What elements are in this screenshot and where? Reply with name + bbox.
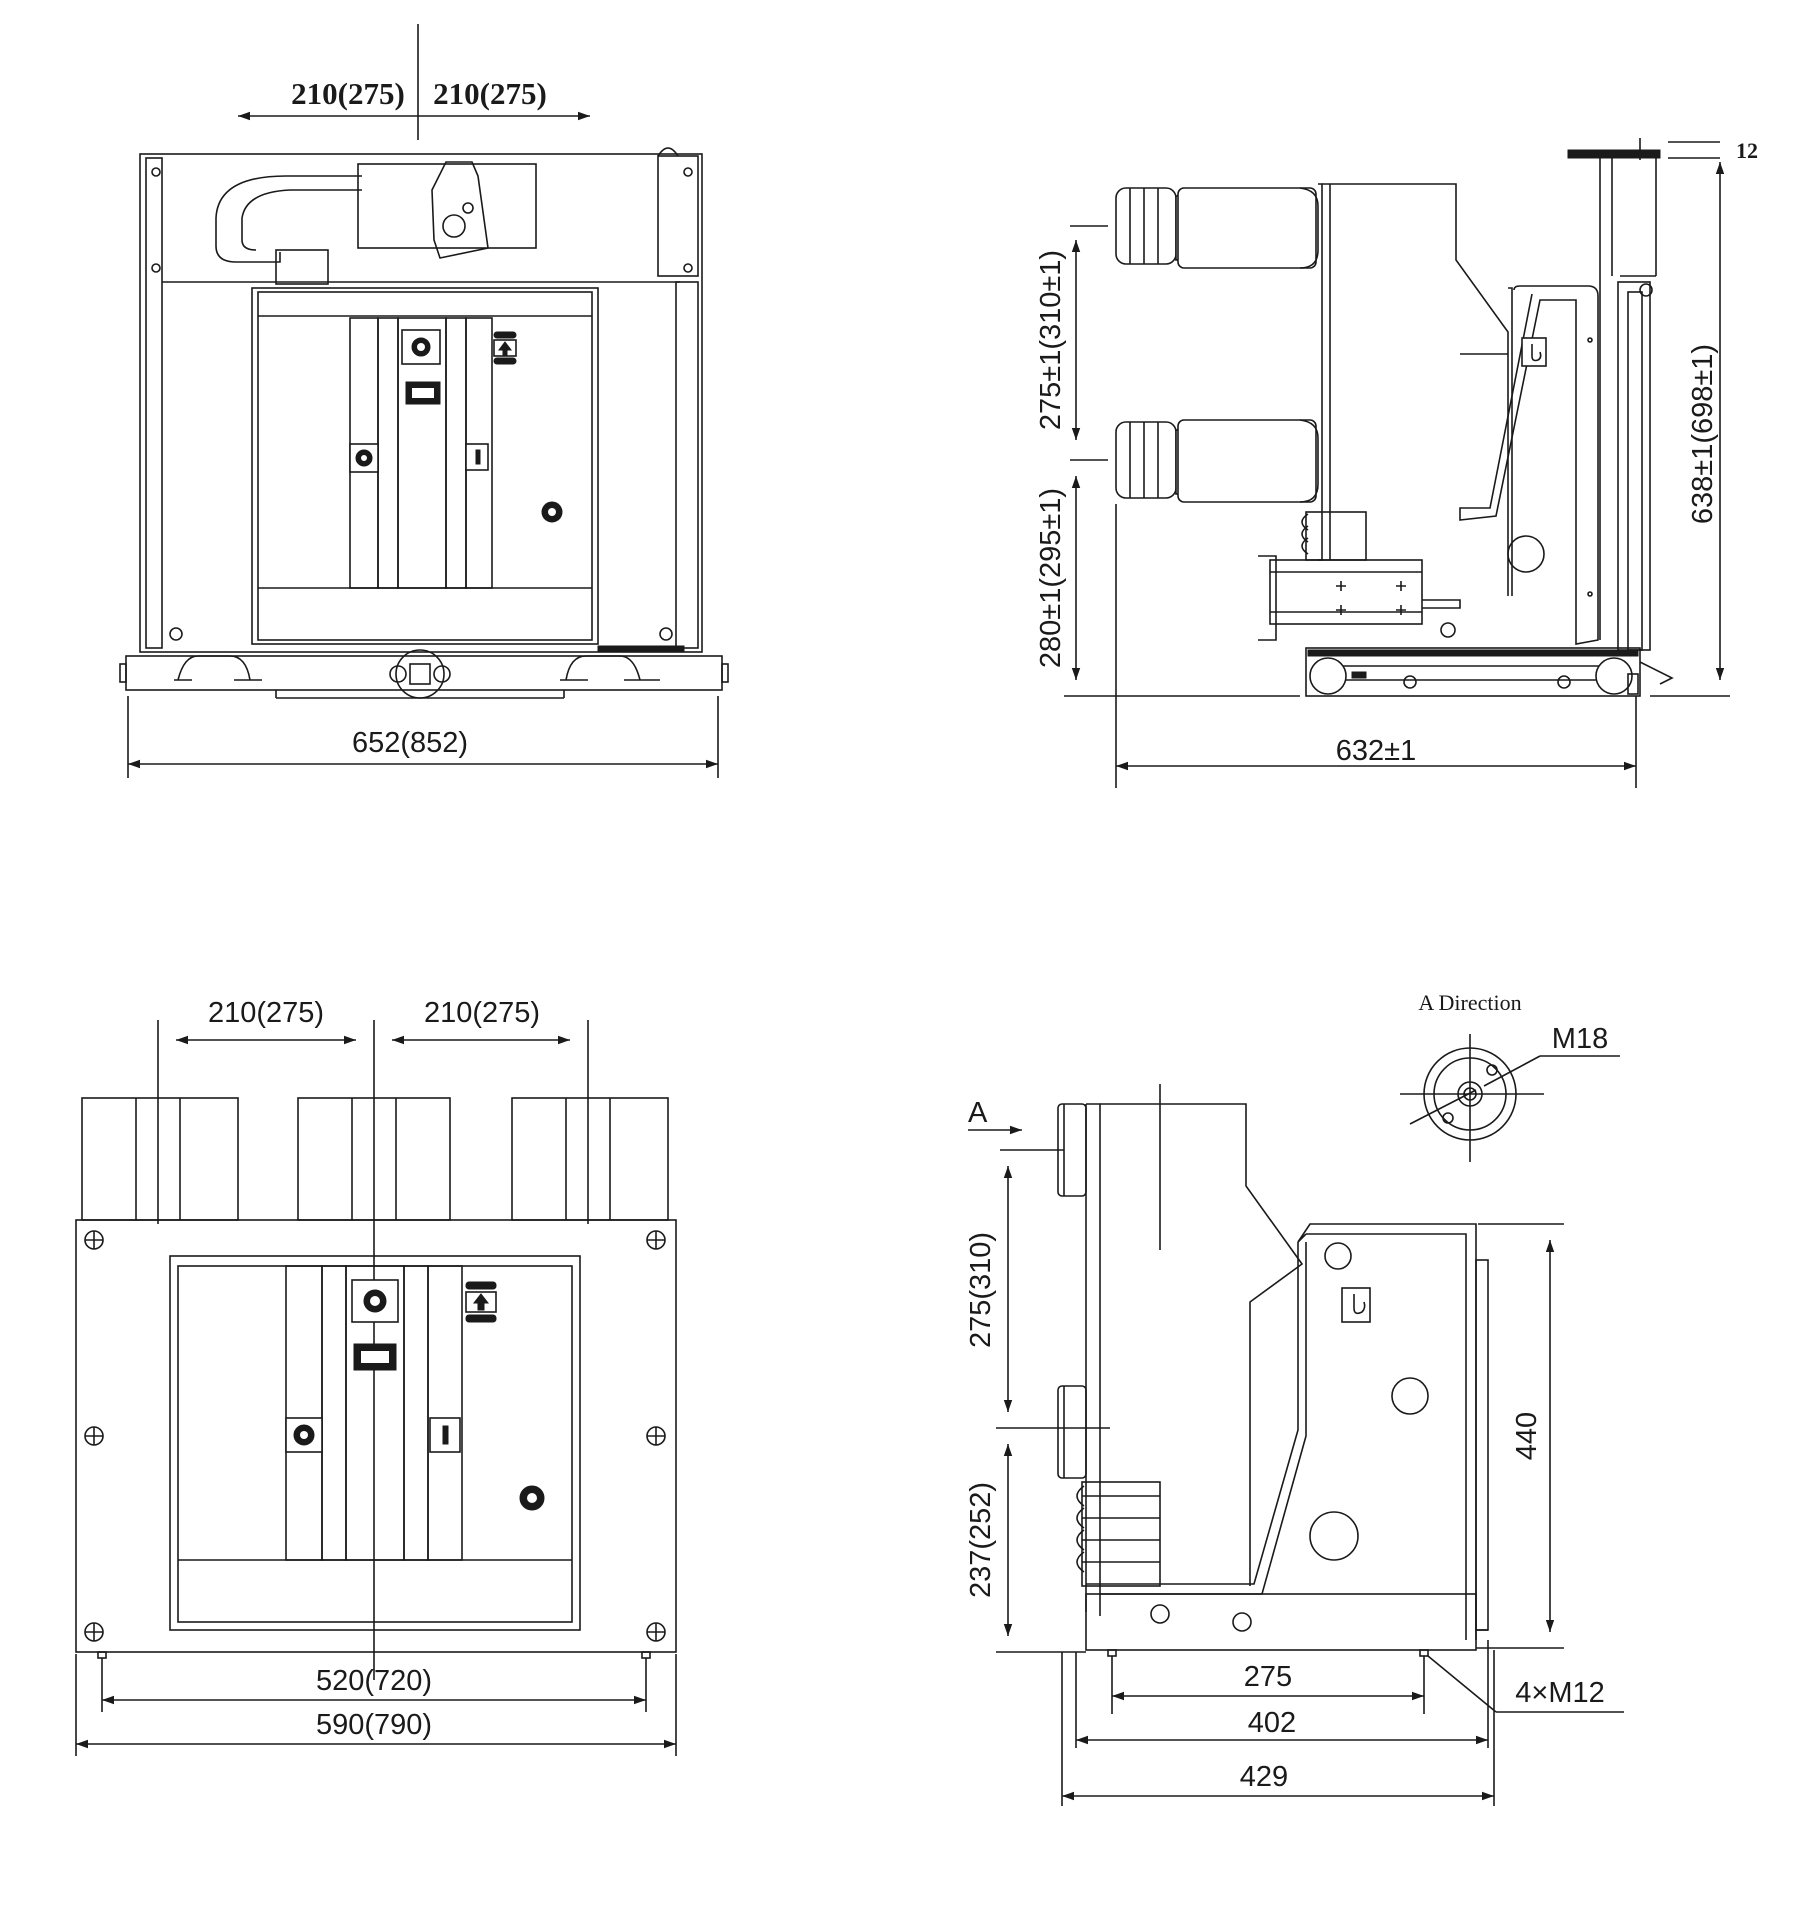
dim-body-height-b: 440 <box>1476 1223 1564 1649</box>
dim-lower-height-b: 237(252) <box>965 1444 1086 1653</box>
dim-width-top: 652(852) <box>127 696 719 778</box>
dim-label-638-side: 638±1(698±1) <box>1687 344 1719 524</box>
thread-label-m18: M18 <box>1552 1023 1608 1055</box>
front-body-bottom <box>75 1219 677 1653</box>
mechanism-box <box>357 163 537 249</box>
truck-base <box>1305 647 1641 697</box>
pole-housings <box>81 1097 669 1221</box>
top-handle-bar <box>1567 149 1661 159</box>
dim-label-429: 429 <box>1240 1761 1288 1793</box>
dim-label-210-right: 210(275) <box>433 76 547 111</box>
dim-phase-spacing-side: 275±1(310±1) <box>1035 225 1108 461</box>
terminal-upper <box>1115 187 1319 269</box>
bellows-bottom <box>1076 1481 1161 1587</box>
dim-label-210-b-right: 210(275) <box>424 997 540 1029</box>
dim-outer-width: 590(790) <box>75 1654 677 1756</box>
dim-label-275-mount: 275 <box>1244 1661 1292 1693</box>
dim-lower-height-side: 280±1(295±1) <box>1035 476 1300 697</box>
lifting-hook-icon <box>1521 337 1547 367</box>
dim-depth-side: 632±1 <box>1115 504 1637 788</box>
front-view-bottom: 210(275) 210(275) <box>75 997 677 1756</box>
dim-label-590: 590(790) <box>316 1709 432 1741</box>
front-panel <box>251 287 599 645</box>
mounting-bolts <box>84 1230 666 1642</box>
dim-label-652: 652(852) <box>352 727 468 759</box>
side-body-outline <box>1322 183 1509 596</box>
dim-label-440: 440 <box>1511 1412 1543 1460</box>
dim-label-12: 12 <box>1736 138 1758 163</box>
arrow-label-a: A <box>968 1097 988 1129</box>
dim-phase-spacing-top: 210(275) 210(275) <box>238 24 590 140</box>
dim-mid-b: 402 <box>1075 1640 1489 1748</box>
dim-label-632: 632±1 <box>1336 735 1416 767</box>
dim-label-280-side: 280±1(295±1) <box>1035 488 1067 668</box>
dim-label-237-b: 237(252) <box>965 1482 997 1598</box>
dim-total-height-side: 638±1(698±1) <box>1650 162 1730 697</box>
dim-label-275-side: 275±1(310±1) <box>1035 250 1067 430</box>
direction-a-arrow: A <box>968 1097 1022 1135</box>
front-panel-bottom <box>169 1255 581 1631</box>
dim-label-210-b-left: 210(275) <box>208 997 324 1029</box>
dim-overall-b: 429 <box>1061 1650 1495 1806</box>
dim-label-520: 520(720) <box>316 1665 432 1697</box>
a-direction-detail: A Direction M18 <box>1400 990 1620 1162</box>
frame-outline <box>139 153 703 653</box>
chassis <box>125 655 723 691</box>
side-view-bottom: A A Direction M18 <box>965 990 1624 1806</box>
dim-label-402: 402 <box>1248 1707 1296 1739</box>
dim-phase-spacing-b: 275(310) <box>965 1149 1110 1429</box>
base-bottom <box>1085 1593 1477 1651</box>
bolt-leader: 4×M12 <box>1427 1655 1624 1713</box>
terminal-lower <box>1115 419 1319 503</box>
bellows-top <box>1301 511 1367 561</box>
mechanism-arm <box>215 175 362 263</box>
dim-inner-width: 520(720) <box>101 1658 647 1712</box>
lifting-hook-icon-bottom <box>1341 1287 1371 1323</box>
bolt-label-m12: 4×M12 <box>1515 1677 1604 1709</box>
dim-phase-spacing-bottom: 210(275) 210(275) <box>157 997 589 1680</box>
dim-mount-b: 275 <box>1111 1656 1425 1714</box>
detail-title: A Direction <box>1418 990 1521 1015</box>
dim-label-275-b: 275(310) <box>965 1232 997 1348</box>
side-view-top: 12 <box>1035 138 1758 788</box>
side-body-bottom <box>1100 1103 1304 1586</box>
terminal-lower-b <box>1057 1385 1087 1479</box>
dim-label-210-left: 210(275) <box>291 76 405 111</box>
contact-carrier <box>1269 559 1423 625</box>
front-view-top: 210(275) 210(275) <box>119 24 729 778</box>
